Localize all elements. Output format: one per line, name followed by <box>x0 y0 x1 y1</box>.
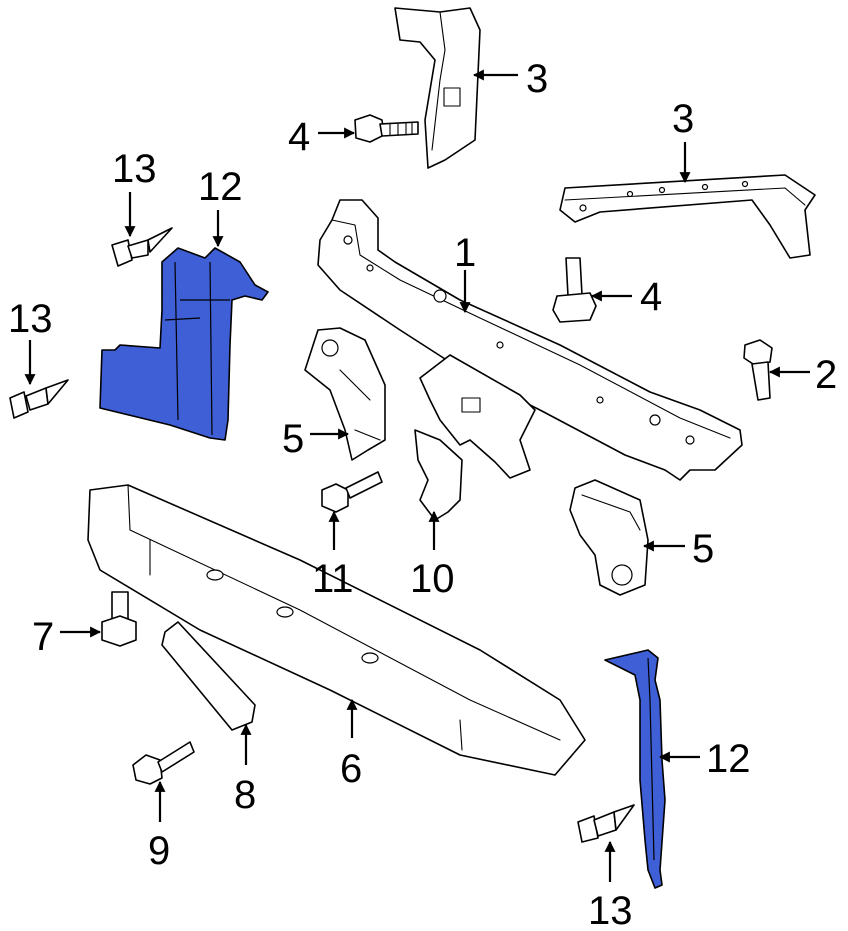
callout-1: 1 <box>454 231 476 275</box>
part-2-bolt <box>743 339 773 401</box>
part-8-strip <box>161 621 256 731</box>
callout-6: 6 <box>340 747 362 791</box>
part-13-clip-bottom <box>577 804 635 843</box>
callout-5-left: 5 <box>282 417 304 461</box>
part-5-right-bracket <box>569 479 649 596</box>
callout-3-right: 3 <box>672 97 694 141</box>
part-7-bolt <box>101 591 137 647</box>
leader-arrows <box>24 69 810 882</box>
part-13-clip-left <box>9 379 69 419</box>
part-11-bolt <box>321 471 383 513</box>
callout-4-right: 4 <box>640 275 662 319</box>
callout-5-right: 5 <box>692 527 714 571</box>
part-3-upper-bracket <box>394 7 481 169</box>
callout-9: 9 <box>148 829 170 873</box>
callout-4-top: 4 <box>288 115 310 159</box>
part-9-bolt <box>132 741 195 785</box>
callout-2: 2 <box>815 353 837 397</box>
part-12-left-deflector <box>99 247 269 441</box>
callout-10: 10 <box>410 557 455 601</box>
part-12-right-deflector <box>604 649 666 889</box>
part-13-clip-top <box>111 227 173 267</box>
part-1-upper-tie-bar <box>317 199 743 481</box>
part-6-lower-beam <box>87 484 586 776</box>
part-4-bolt-upper <box>354 114 419 143</box>
part-4-bolt-right <box>552 257 597 323</box>
callout-12-right: 12 <box>706 737 751 781</box>
callout-11: 11 <box>312 557 354 601</box>
callout-3-top: 3 <box>526 57 548 101</box>
callout-8: 8 <box>234 773 256 817</box>
callout-13-top: 13 <box>112 147 157 191</box>
callout-13-bottom: 13 <box>588 889 633 931</box>
callout-12-top: 12 <box>198 165 243 209</box>
part-5-left-bracket <box>304 327 386 461</box>
callout-labels: 3 4 3 12 13 1 4 13 2 5 11 10 5 7 6 8 12 … <box>8 57 837 931</box>
callout-7: 7 <box>32 615 54 659</box>
part-3-right-bracket <box>559 174 816 259</box>
callout-13-left: 13 <box>8 297 53 341</box>
part-10-center-bracket <box>414 354 536 521</box>
